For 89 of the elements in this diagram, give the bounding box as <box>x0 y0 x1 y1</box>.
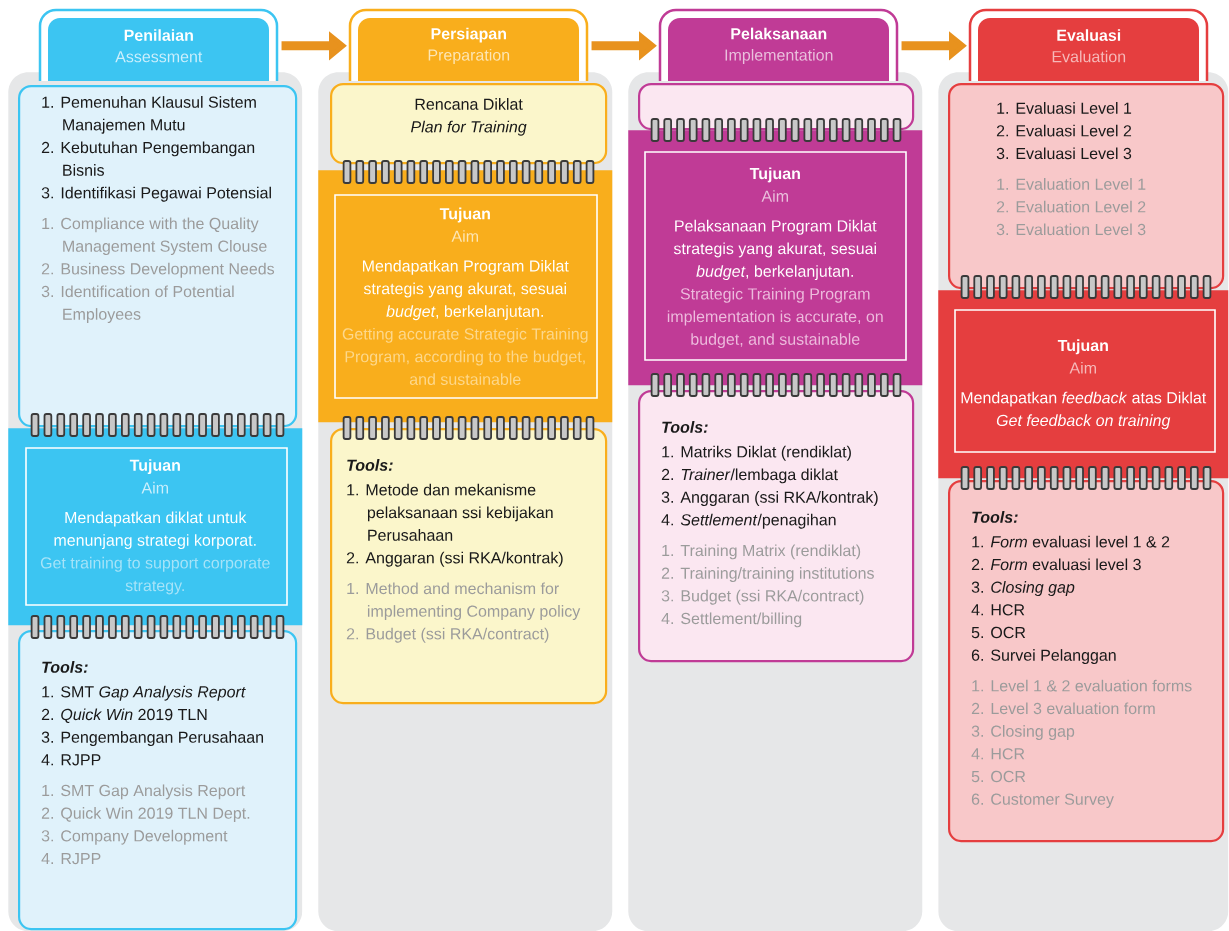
list-item: 4. RJPP <box>41 853 101 865</box>
list-item: 1. SMT Gap Analysis Report <box>42 685 246 701</box>
list-item: 3. Company Development <box>41 829 228 845</box>
card-text: Plan for Training <box>411 120 527 136</box>
header-tab <box>968 8 1209 81</box>
tab-title: Persiapan <box>431 27 506 43</box>
list-item: 1. Compliance with the Quality Management System Clouse <box>42 217 267 255</box>
aim-panel <box>318 170 613 423</box>
aim-text: Mendapatkan diklat untuk menunjang strategi korporat. <box>54 511 256 550</box>
tab-title: Evaluasi <box>1057 29 1121 41</box>
list-item: 6. Customer Survey <box>971 793 1114 808</box>
list-item: 3. Budget (ssi RKA/contract) <box>661 589 864 605</box>
tools-heading: Tools: <box>347 459 393 471</box>
list-item: 4. HCR <box>971 604 1025 616</box>
notebook-card <box>18 630 298 931</box>
aim-panel <box>628 130 923 386</box>
aim-text: Pelaksanaan Program Diklat strategis yang akurat, sesuai budget, berkelanjutan. <box>673 219 877 281</box>
list-item: 2. Form evaluasi level 3 <box>971 558 1141 571</box>
notebook-card <box>330 428 608 705</box>
card-text: Rencana Diklat <box>415 98 523 110</box>
aim-text: Mendapatkan feedback atas Diklat <box>961 391 1207 407</box>
list-item: 3. Pengembangan Perusahaan <box>41 731 263 746</box>
notebook-card <box>638 390 915 663</box>
list-item: 1. Level 1 & 2 evaluation forms <box>972 679 1192 692</box>
list-item: 2. Trainer/lembaga diklat <box>661 468 838 484</box>
list-item: 3. Closing gap <box>971 725 1075 740</box>
tools-heading: Tools: <box>972 511 1018 523</box>
aim-panel <box>8 428 303 626</box>
list-item: 1. SMT Gap Analysis Report <box>42 784 246 800</box>
list-item: 2. Anggaran (ssi RKA/kontrak) <box>346 551 563 567</box>
list-item: 2. Evaluasi Level 2 <box>996 124 1132 137</box>
aim-subtitle: Aim <box>141 481 168 494</box>
aim-text: Mendapatkan Program Diklat strategis yang akurat, sesuai budget, berkelanjutan. <box>363 259 569 321</box>
aim-subtitle: Aim <box>1069 362 1096 374</box>
list-item: 2. Evaluation Level 2 <box>996 200 1146 213</box>
list-item: 5. OCR <box>971 626 1026 639</box>
aim-translation: Strategic Training Program implementation is accurate, on budget, and sustainable <box>667 287 883 349</box>
list-item: 1. Evaluasi Level 1 <box>997 102 1132 114</box>
tab-subtitle: Assessment <box>115 51 203 63</box>
aim-heading: Tujuan <box>749 167 800 183</box>
tab-title: Penilaian <box>124 29 193 41</box>
list-item: 5. OCR <box>971 770 1026 783</box>
header-tab <box>348 8 589 83</box>
tab-subtitle: Preparation <box>428 49 510 64</box>
list-item: 2. Budget (ssi RKA/contract) <box>346 627 549 643</box>
aim-translation: Get feedback on training <box>996 414 1171 430</box>
list-item: 1. Evaluation Level 1 <box>997 178 1146 190</box>
list-item: 3. Closing gap <box>971 581 1075 596</box>
list-item: 3. Evaluasi Level 3 <box>996 147 1132 160</box>
aim-heading: Tujuan <box>129 459 180 475</box>
notebook-card <box>330 83 608 165</box>
list-item: 4. RJPP <box>41 754 101 766</box>
list-item: 1. Form evaluasi level 1 & 2 <box>972 535 1170 548</box>
list-item: 2. Level 3 evaluation form <box>971 702 1155 715</box>
list-item: 2. Quick Win 2019 TLN <box>41 708 207 724</box>
list-item: 2. Quick Win 2019 TLN Dept. <box>41 807 250 822</box>
aim-panel <box>938 290 1229 479</box>
list-item: 1. Metode dan mekanisme pelaksanaan ssi kebijakan Perusahaan <box>347 483 553 541</box>
header-tab <box>658 8 899 83</box>
list-item: 2. Kebutuhan Pengembangan Bisnis <box>41 141 255 176</box>
notebook-card <box>948 480 1225 843</box>
list-item: 3. Identifikasi Pegawai Potensial <box>41 186 271 202</box>
notebook-card <box>18 85 298 428</box>
list-item: 4. HCR <box>971 748 1025 760</box>
list-item: 6. Survei Pelanggan <box>971 649 1116 664</box>
list-item: 3. Identification of Potential Employees <box>41 285 234 323</box>
aim-subtitle: Aim <box>761 190 788 202</box>
list-item: 1. Matriks Diklat (rendiklat) <box>662 445 851 461</box>
aim-heading: Tujuan <box>439 207 490 223</box>
list-item: 1. Training Matrix (rendiklat) <box>662 544 861 560</box>
list-item: 4. Settlement/billing <box>661 612 802 628</box>
header-tab <box>38 8 279 83</box>
tab-subtitle: Evaluation <box>1052 50 1126 63</box>
list-item: 4. Settlement/penagihan <box>661 513 836 529</box>
list-item: 1. Method and mechanism for implementing Company policy <box>347 582 581 620</box>
list-item: 3. Anggaran (ssi RKA/kontrak) <box>661 491 878 506</box>
aim-subtitle: Aim <box>451 230 478 242</box>
tools-heading: Tools: <box>662 421 708 433</box>
list-item: 3. Evaluation Level 3 <box>996 223 1146 236</box>
list-item: 1. Pemenuhan Klausul Sistem Manajemen Mutu <box>42 96 256 134</box>
aim-translation: Get training to support corporate strategy. <box>40 556 270 595</box>
aim-heading: Tujuan <box>1057 339 1108 355</box>
list-item: 2. Training/training institutions <box>661 567 874 582</box>
tools-heading: Tools: <box>42 661 88 673</box>
tab-title: Pelaksanaan <box>731 27 827 40</box>
aim-translation: Getting accurate Strategic Training Program, according to the budget, and sustainable <box>342 327 588 385</box>
notebook-card <box>948 83 1225 290</box>
tab-subtitle: Implementation <box>725 49 833 64</box>
list-item: 2. Business Development Needs <box>41 262 275 278</box>
